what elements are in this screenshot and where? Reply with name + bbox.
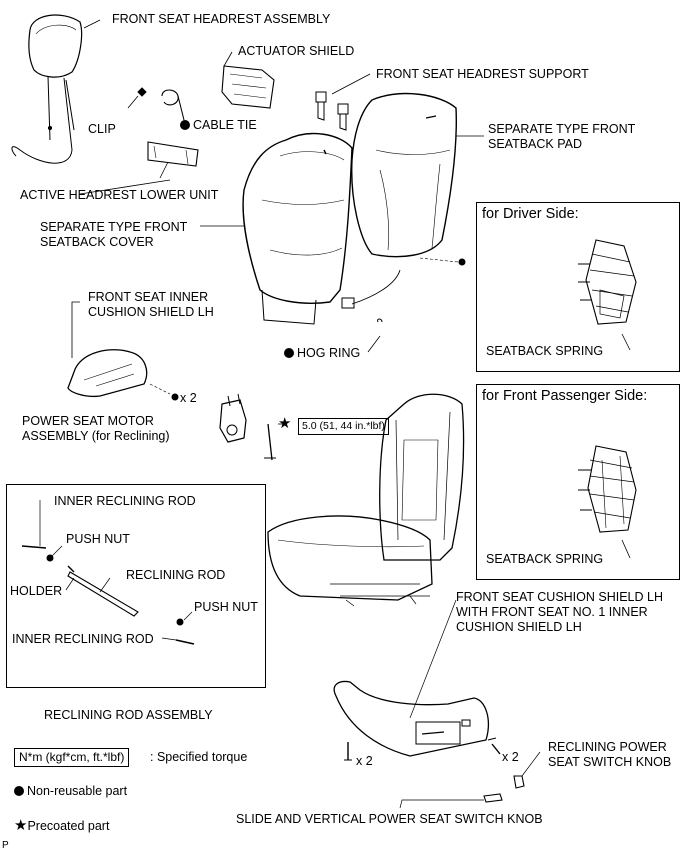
label-cable-tie-text: CABLE TIE [193, 118, 257, 132]
label-qty-x2-c: x 2 [502, 750, 519, 764]
seat-frame-drawing [267, 393, 465, 607]
non-reusable-dot-icon [284, 348, 294, 358]
label-front-seat-headrest-assembly: FRONT SEAT HEADREST ASSEMBLY [112, 12, 331, 26]
cushion-shield-drawing [333, 599, 501, 761]
legend-torque-unit-box: N*m (kgf*cm, ft.*lbf) [14, 748, 130, 767]
clip-drawing [127, 87, 147, 109]
non-reusable-dot-icon [14, 786, 24, 796]
passenger-seatback-spring-drawing [578, 445, 637, 559]
label-active-headrest-lower-unit: ACTIVE HEADREST LOWER UNIT [20, 188, 219, 202]
label-hog-ring: HOG RING [284, 346, 360, 361]
power-seat-motor-drawing [219, 393, 276, 461]
precoated-star-icon: ★ [278, 415, 292, 432]
seatback-cover-drawing [242, 132, 353, 325]
legend-precoated: ★Precoated part [14, 818, 109, 834]
label-slide-vertical-power-seat-switch-knob: SLIDE AND VERTICAL POWER SEAT SWITCH KNO… [236, 812, 543, 826]
label-actuator-shield: ACTUATOR SHIELD [238, 44, 355, 58]
label-inner-reclining-rod-1: INNER RECLINING ROD [54, 494, 196, 508]
label-push-nut-2: PUSH NUT [194, 600, 258, 614]
label-clip: CLIP [88, 122, 116, 136]
label-qty-x2-b: x 2 [356, 754, 373, 768]
label-front-seat-headrest-support: FRONT SEAT HEADREST SUPPORT [376, 67, 589, 81]
headrest-assembly-drawing [11, 14, 101, 164]
torque-spec: ★ [278, 416, 291, 432]
label-cable-tie: CABLE TIE [180, 118, 257, 133]
reclining-rod-assembly-panel [6, 484, 266, 688]
label-push-nut-1: PUSH NUT [66, 532, 130, 546]
non-reusable-dot-icon [180, 120, 190, 130]
reclining-rod-assembly-drawing [21, 500, 195, 645]
label-holder: HOLDER [10, 584, 63, 598]
label-separate-type-front-seatback-pad: SEPARATE TYPE FRONT SEATBACK PAD [488, 122, 636, 151]
leader-lines [79, 135, 484, 425]
label-inner-reclining-rod-2: INNER RECLINING ROD [12, 632, 154, 646]
headrest-support-drawing [315, 73, 371, 131]
legend-non-reusable: Non-reusable part [14, 784, 127, 799]
active-headrest-lower-unit-drawing [147, 141, 199, 179]
label-driver-seatback-spring: SEATBACK SPRING [486, 344, 604, 358]
label-hog-ring-text: HOG RING [297, 346, 361, 360]
driver-seatback-spring-drawing [578, 239, 637, 351]
driver-side-title: for Driver Side: [482, 206, 579, 222]
inner-cushion-shield-drawing [67, 301, 179, 401]
label-reclining-rod: RECLINING ROD [126, 568, 226, 582]
torque-value-box: 5.0 (51, 44 in.*lbf) [298, 418, 389, 435]
footer-mark: P [2, 840, 9, 851]
driver-side-panel [476, 202, 680, 372]
label-separate-type-front-seatback-cover: SEPARATE TYPE FRONT SEATBACK COVER [40, 220, 188, 249]
cable-tie-drawing [161, 89, 185, 121]
passenger-side-title: for Front Passenger Side: [482, 388, 648, 404]
passenger-side-panel [476, 384, 680, 580]
label-passenger-seatback-spring: SEATBACK SPRING [486, 552, 604, 566]
precoated-star-icon: ★ [14, 817, 28, 834]
label-front-seat-inner-cushion-shield-lh: FRONT SEAT INNER CUSHION SHIELD LH [88, 290, 214, 319]
label-front-seat-cushion-shield-lh: FRONT SEAT CUSHION SHIELD LH WITH FRONT … [456, 590, 663, 634]
label-reclining-rod-assembly: RECLINING ROD ASSEMBLY [44, 708, 213, 722]
hog-ring-drawing [367, 318, 383, 353]
seatback-pad-drawing [341, 92, 466, 309]
label-power-seat-motor-assembly: POWER SEAT MOTOR ASSEMBLY (for Reclining… [22, 414, 170, 443]
legend-torque-desc: : Specified torque [150, 750, 248, 764]
label-qty-x2-a: x 2 [180, 391, 197, 405]
actuator-shield-drawing [221, 51, 275, 109]
legend-precoated-text: Precoated part [27, 819, 110, 833]
switch-knobs-drawing [399, 751, 541, 809]
label-reclining-power-seat-switch-knob: RECLINING POWER SEAT SWITCH KNOB [548, 740, 672, 769]
legend-non-reusable-text: Non-reusable part [27, 784, 128, 798]
